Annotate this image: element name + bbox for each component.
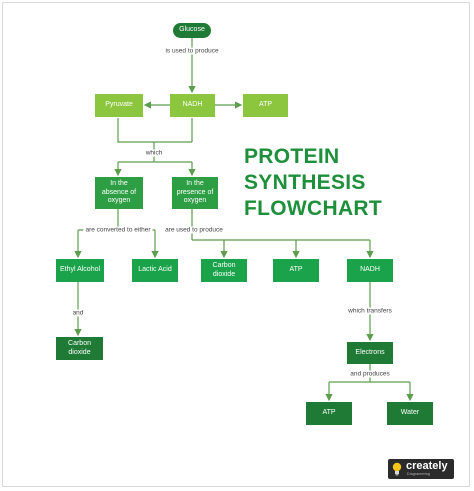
title-line-3: FLOWCHART (244, 197, 383, 220)
brand-name: creately (406, 460, 448, 472)
node-glucose: Glucose (173, 23, 211, 38)
node-nadh-mid: NADH (347, 259, 393, 282)
node-atp-top: ATP (243, 94, 288, 117)
node-carbon-dioxide-mid: Carbon dioxide (201, 259, 247, 282)
brand-subtitle: Diagramming (407, 472, 431, 476)
edge-label-used-to-produce: is used to produce (163, 47, 221, 55)
title-line-2: SYNTHESIS (244, 171, 366, 194)
edge-label-used-produce: are used to produce (163, 226, 225, 234)
node-atp-bottom: ATP (306, 402, 352, 425)
edge-pyruvate-which (117, 118, 192, 143)
canvas-border (2, 2, 470, 487)
diagram-title: PROTEIN SYNTHESIS FLOWCHART (244, 144, 382, 222)
node-atp-mid: ATP (273, 259, 319, 282)
edge-label-and-produces: and produces (348, 370, 392, 378)
node-water: Water (387, 402, 433, 425)
edge-label-which: which (143, 149, 165, 157)
edge-label-which-transfers: which transfers (346, 307, 394, 315)
title-line-1: PROTEIN (244, 145, 340, 168)
node-nadh-top: NADH (170, 94, 215, 117)
edge-label-converted: are converted to either (83, 226, 153, 234)
creately-logo[interactable]: creately Diagramming (388, 459, 454, 479)
lightbulb-icon (392, 462, 402, 476)
edge-label-and: and (70, 309, 86, 317)
node-absence-of-oxygen: In the absence of oxygen (95, 177, 143, 209)
node-lactic-acid: Lactic Acid (132, 259, 178, 282)
node-carbon-dioxide-bottom: Carbon dioxide (56, 337, 103, 360)
node-electrons: Electrons (347, 342, 393, 364)
node-presence-of-oxygen: In the presence of oxygen (172, 177, 218, 209)
node-ethyl-alcohol: Ethyl Alcohol (56, 259, 104, 282)
node-pyruvate: Pyruvate (95, 94, 143, 117)
